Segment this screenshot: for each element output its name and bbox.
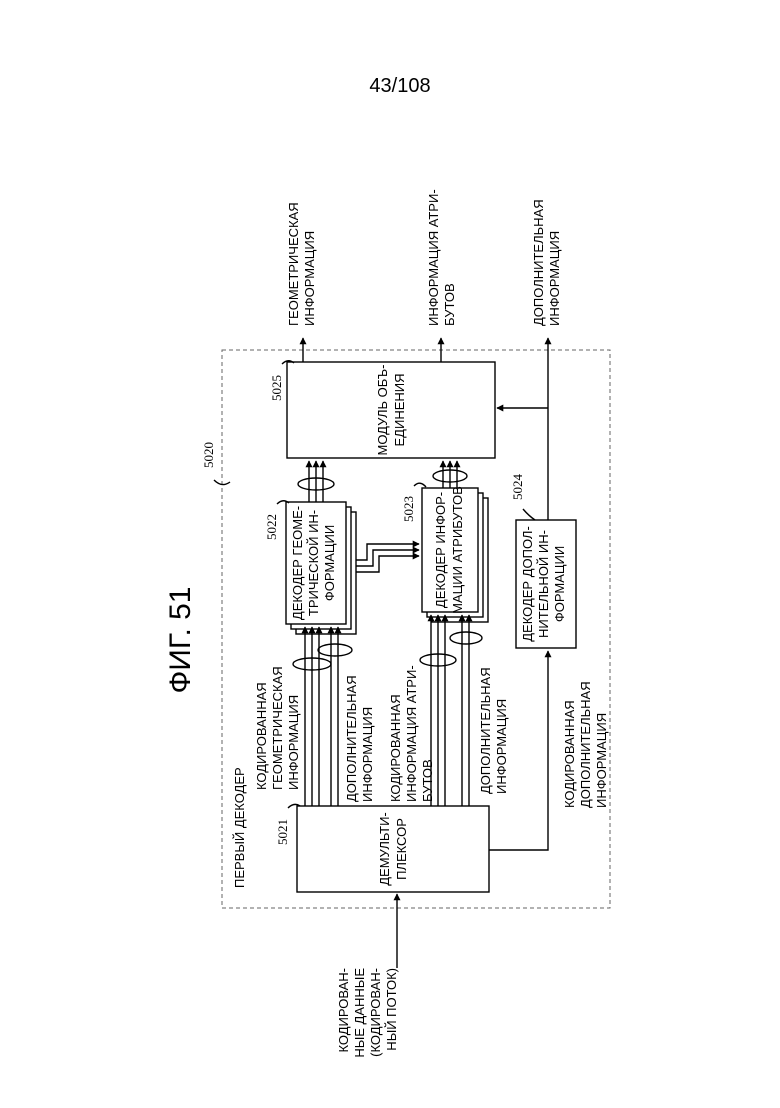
coded-additional-label-line-2: ДОПОЛНИТЕЛЬНАЯ [578, 681, 593, 808]
geometry-to-attribute-bus [356, 544, 419, 572]
additional-geometry-label-line-2: ИНФОРМАЦИЯ [360, 707, 375, 802]
attribute-decoder-label-line-1: ДЕКОДЕР ИНФОР- [433, 492, 448, 608]
attributes-output-label-line-1: ИНФОРМАЦИЯ АТРИ- [426, 189, 441, 326]
additional-info-decoder-label-line-3: ФОРМАЦИИ [552, 546, 567, 622]
additional-geometry-label: ДОПОЛНИТЕЛЬНАЯ ИНФОРМАЦИЯ [344, 675, 375, 802]
coded-additional-label-line-3: ИНФОРМАЦИЯ [594, 713, 609, 808]
geometry-decoder-ref: 5022 [264, 514, 279, 540]
first-decoder-label: ПЕРВЫЙ ДЕКОДЕР [232, 767, 247, 888]
combiner-label-line-2: ЕДИНЕНИЯ [392, 374, 407, 447]
additional-info-decoder-ref-leader [523, 509, 535, 520]
attributes-output-label: ИНФОРМАЦИЯ АТРИ- БУТОВ [426, 189, 457, 326]
additional-geometry-label-line-1: ДОПОЛНИТЕЛЬНАЯ [344, 675, 359, 802]
coded-geometry-label-line-3: ИНФОРМАЦИЯ [286, 695, 301, 790]
geometry-output-label: ГЕОМЕТРИЧЕСКАЯ ИНФОРМАЦИЯ [286, 202, 317, 326]
additional-output-label-line-2: ИНФОРМАЦИЯ [547, 231, 562, 326]
combiner-ref: 5025 [269, 375, 284, 401]
demultiplexer-ref: 5021 [275, 819, 290, 845]
first-decoder-ref: 5020 [201, 442, 216, 468]
attribute-to-combiner-bus [433, 461, 467, 488]
geometry-output-label-line-1: ГЕОМЕТРИЧЕСКАЯ [286, 202, 301, 326]
geometry-output-label-line-2: ИНФОРМАЦИЯ [302, 231, 317, 326]
additional-attributes-label-line-2: ИНФОРМАЦИЯ [494, 699, 509, 794]
coded-attributes-label-line-1: КОДИРОВАННАЯ [388, 694, 403, 802]
additional-info-decoder-label-line-1: ДЕКОДЕР ДОПОЛ- [520, 526, 535, 642]
coded-geometry-label-line-2: ГЕОМЕТРИЧЕСКАЯ [270, 666, 285, 790]
coded-geometry-label-line-1: КОДИРОВАННАЯ [254, 682, 269, 790]
demultiplexer-block [297, 806, 489, 892]
additional-attributes-label: ДОПОЛНИТЕЛЬНАЯ ИНФОРМАЦИЯ [478, 667, 509, 794]
additional-output-label-line-1: ДОПОЛНИТЕЛЬНАЯ [531, 199, 546, 326]
combiner-label-line-1: МОДУЛЬ ОБЪ- [375, 365, 390, 456]
coded-geometry-label: КОДИРОВАННАЯ ГЕОМЕТРИЧЕСКАЯ ИНФОРМАЦИЯ [254, 666, 301, 790]
figure-title: ФИГ. 51 [164, 587, 197, 694]
attribute-decoder-ref-leader [414, 483, 426, 487]
combiner-block [287, 362, 495, 458]
attributes-output-label-line-2: БУТОВ [442, 283, 457, 326]
coded-attributes-label: КОДИРОВАННАЯ ИНФОРМАЦИЯ АТРИ- БУТОВ [388, 665, 435, 802]
demultiplexer-label-line-2: ПЛЕКСОР [394, 818, 409, 880]
attribute-decoder-ref: 5023 [401, 496, 416, 522]
additional-attributes-label-line-1: ДОПОЛНИТЕЛЬНАЯ [478, 667, 493, 794]
coded-additional-label: КОДИРОВАННАЯ ДОПОЛНИТЕЛЬНАЯ ИНФОРМАЦИЯ [562, 681, 609, 808]
input-label-line-4: НЫЙ ПОТОК) [384, 968, 399, 1051]
geometry-decoder-label-line-2: ТРИЧЕСКОЙ ИН- [306, 510, 321, 616]
additional-info-decoder-ref: 5024 [510, 474, 525, 501]
coded-additional-label-line-1: КОДИРОВАННАЯ [562, 700, 577, 808]
demultiplexer-label-line-1: ДЕМУЛЬТИ- [377, 812, 392, 886]
page-number: 43/108 [369, 75, 430, 97]
input-label: КОДИРОВАН- НЫЕ ДАННЫЕ (КОДИРОВАН- НЫЙ ПО… [336, 968, 399, 1058]
additional-info-decoder-label-line-2: НИТЕЛЬНОЙ ИН- [536, 530, 551, 638]
input-label-line-1: КОДИРОВАН- [336, 968, 351, 1053]
coded-attributes-label-line-3: БУТОВ [420, 759, 435, 802]
geometry-to-combiner-bus [298, 461, 334, 502]
coded-attributes-label-line-2: ИНФОРМАЦИЯ АТРИ- [404, 665, 419, 802]
geometry-decoder-label-line-1: ДЕКОДЕР ГЕОМЕ- [290, 506, 305, 620]
additional-output-label: ДОПОЛНИТЕЛЬНАЯ ИНФОРМАЦИЯ [531, 199, 562, 326]
input-label-line-3: (КОДИРОВАН- [368, 968, 383, 1057]
geometry-decoder-label-line-3: ФОРМАЦИИ [322, 525, 337, 601]
attribute-decoder-label-line-2: МАЦИИ АТРИБУТОВ [450, 486, 465, 614]
input-label-line-2: НЫЕ ДАННЫЕ [352, 968, 367, 1058]
